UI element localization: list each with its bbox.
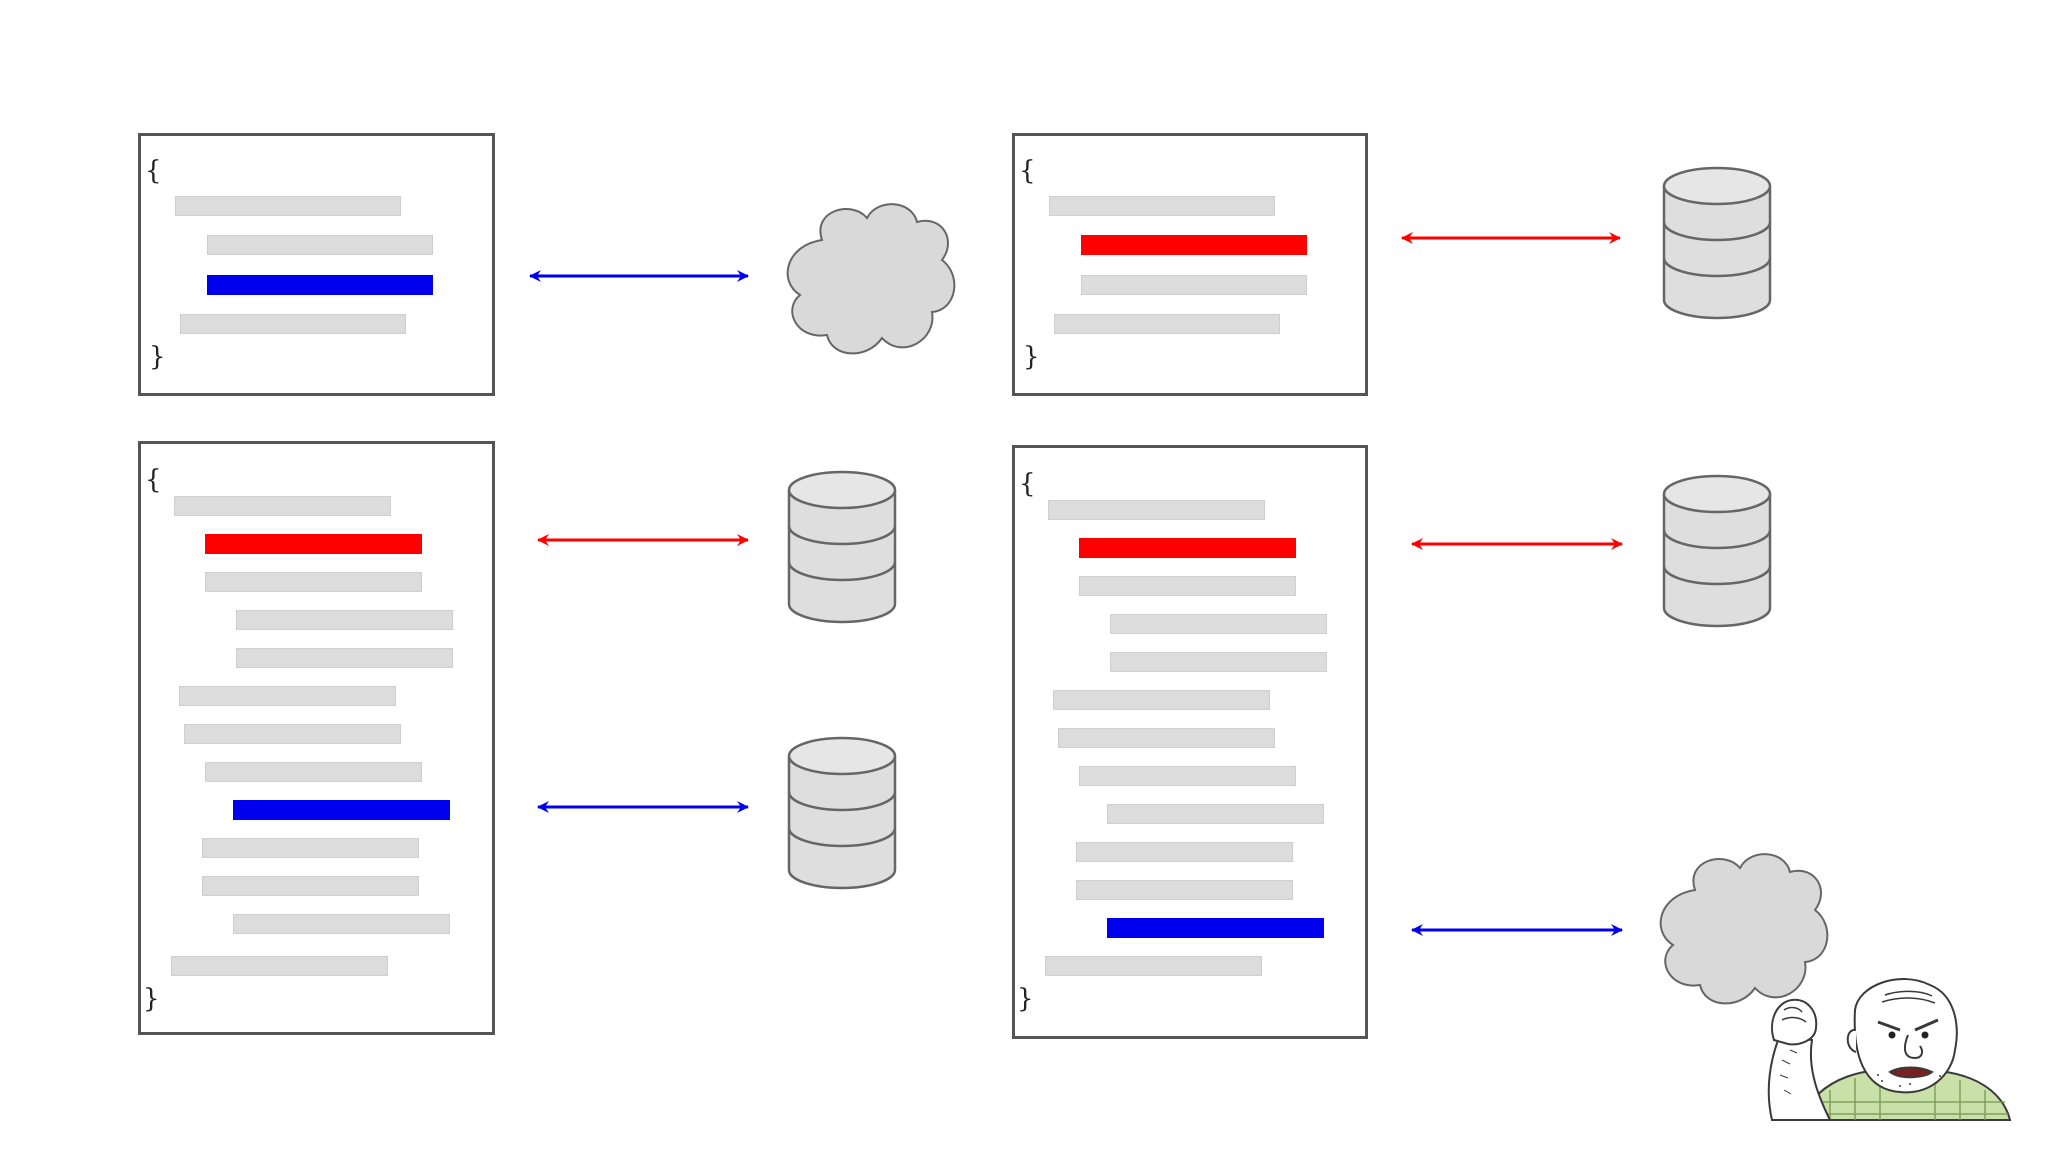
code-line bbox=[236, 648, 453, 668]
highlighted-code-line-blue bbox=[233, 800, 450, 820]
database-icon bbox=[787, 736, 897, 890]
code-line bbox=[1076, 842, 1293, 862]
angry-man-icon bbox=[1767, 978, 2012, 1121]
code-line bbox=[1081, 275, 1307, 295]
database-icon bbox=[1662, 474, 1772, 628]
code-line bbox=[179, 686, 396, 706]
code-line bbox=[1054, 314, 1280, 334]
database-icon bbox=[787, 470, 897, 624]
code-block-bottom-left: { } bbox=[138, 441, 495, 1035]
cloud-icon bbox=[1659, 853, 1829, 1005]
close-brace: } bbox=[149, 342, 166, 372]
code-line bbox=[236, 610, 453, 630]
code-line bbox=[1079, 766, 1296, 786]
code-line bbox=[184, 724, 401, 744]
highlighted-code-line-blue bbox=[1107, 918, 1324, 938]
open-brace: { bbox=[1019, 156, 1036, 186]
open-brace: { bbox=[1019, 469, 1036, 499]
code-line bbox=[233, 914, 450, 934]
code-line bbox=[205, 762, 422, 782]
close-brace: } bbox=[143, 984, 160, 1014]
code-block-bottom-right: { } bbox=[1012, 445, 1368, 1039]
code-line bbox=[1048, 500, 1265, 520]
highlighted-code-line-red bbox=[1081, 235, 1307, 255]
highlighted-code-line-red bbox=[205, 534, 422, 554]
highlighted-code-line-red bbox=[1079, 538, 1296, 558]
code-line bbox=[1110, 652, 1327, 672]
close-brace: } bbox=[1023, 342, 1040, 372]
code-block-top-left: { } bbox=[138, 133, 495, 396]
code-line bbox=[205, 572, 422, 592]
highlighted-code-line-blue bbox=[207, 275, 433, 295]
code-line bbox=[207, 235, 433, 255]
code-line bbox=[1107, 804, 1324, 824]
cloud-icon bbox=[786, 203, 956, 355]
close-brace: } bbox=[1017, 984, 1034, 1014]
code-line bbox=[202, 876, 419, 896]
code-line bbox=[171, 956, 388, 976]
code-line bbox=[1058, 728, 1275, 748]
code-line bbox=[1053, 690, 1270, 710]
code-line bbox=[1045, 956, 1262, 976]
code-line bbox=[1076, 880, 1293, 900]
code-line bbox=[175, 196, 401, 216]
open-brace: { bbox=[145, 465, 162, 495]
code-line bbox=[1110, 614, 1327, 634]
code-line bbox=[1049, 196, 1275, 216]
code-line bbox=[174, 496, 391, 516]
code-line bbox=[1079, 576, 1296, 596]
code-line bbox=[180, 314, 406, 334]
database-icon bbox=[1662, 166, 1772, 320]
open-brace: { bbox=[145, 156, 162, 186]
code-block-top-right: { } bbox=[1012, 133, 1368, 396]
code-line bbox=[202, 838, 419, 858]
